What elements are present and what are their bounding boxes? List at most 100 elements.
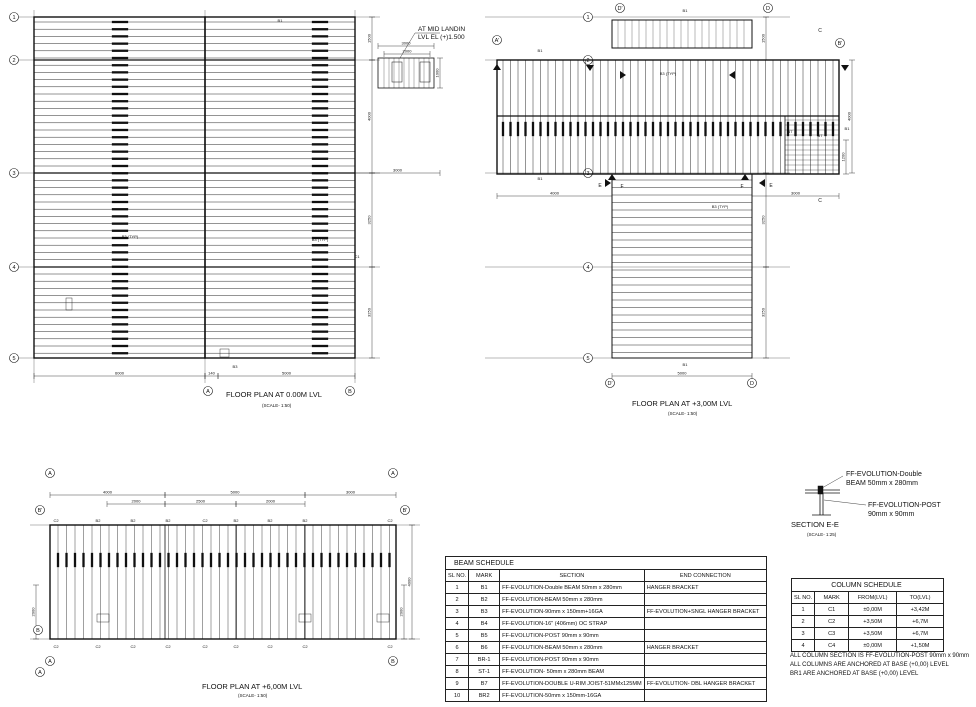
- joist-hanger: [599, 121, 602, 137]
- beam-label: B3 (TYP): [312, 237, 329, 242]
- beam_schedule-cell: FF-EVOLUTION+SNGL HANGER BRACKET: [643, 605, 768, 618]
- section-mark-label: A: [48, 659, 52, 665]
- beam-tag: [96, 613, 110, 623]
- column-schedule-title: COLUMN SCHEDULE: [791, 578, 944, 592]
- joist-hanger: [554, 121, 557, 137]
- dim-bottom-text: 5000: [282, 371, 292, 376]
- column-schedule-header: MARK: [814, 591, 850, 604]
- beam-label: B1: [278, 18, 284, 23]
- joist-hanger: [371, 552, 374, 568]
- section-arrow: [605, 179, 611, 187]
- joist-hanger: [111, 136, 129, 139]
- section-mark-label: B: [391, 659, 395, 665]
- joist-hanger: [111, 308, 129, 312]
- beam-label: B3 (TYP): [712, 204, 729, 209]
- section-mark: [605, 378, 615, 388]
- beam_schedule-cell: 4: [444, 617, 470, 630]
- section-arrow: [620, 71, 626, 79]
- landing-frame: [377, 57, 435, 89]
- joist-hanger: [111, 186, 129, 189]
- joist-hanger: [311, 215, 329, 218]
- dim-right-text: 3250: [367, 307, 372, 317]
- grid-bubble: [9, 262, 19, 272]
- joist-hanger: [111, 92, 129, 96]
- beam_schedule-cell: FF-EVOLUTION-90mm x 150mm+16GA: [499, 605, 645, 618]
- dim-right-text: 4000: [367, 111, 372, 121]
- dim-top-text: 3000: [346, 490, 356, 495]
- section-mark: [35, 505, 45, 515]
- section-arrow: [493, 64, 501, 70]
- grid-bubble: [9, 168, 19, 178]
- beam_schedule-cell: 8: [444, 665, 470, 678]
- section-note-beam: FF-EVOLUTION-Double BEAM 50mm x 280mm: [846, 471, 922, 487]
- section-mark: [45, 656, 55, 666]
- joist-hanger: [175, 552, 179, 568]
- section-mark-label: F: [620, 184, 623, 190]
- section-mark-label: B': [38, 508, 43, 514]
- section-mark: [400, 505, 410, 515]
- landing-dim-text: 3000: [393, 168, 403, 173]
- grid-bubble-label: 2: [586, 58, 589, 64]
- column_schedule-cell: 1: [790, 603, 816, 616]
- column_schedule-cell: +6,7M: [896, 615, 944, 628]
- section-arrow: [759, 179, 765, 187]
- joist-hanger: [111, 294, 129, 297]
- joist-hanger: [226, 552, 230, 568]
- section-arrow: [841, 65, 849, 71]
- beam_schedule-cell: 9: [444, 677, 470, 690]
- beam_schedule-cell: [643, 593, 768, 606]
- section-mark-label: A: [38, 670, 42, 676]
- joist-hanger: [666, 121, 670, 137]
- joist-hanger: [311, 64, 329, 67]
- joist-hanger: [124, 552, 128, 568]
- beam_schedule-cell: [643, 617, 768, 630]
- grid-bubble-label: 1: [586, 15, 589, 21]
- section-mark-label: C: [818, 198, 822, 204]
- joist-hanger: [111, 244, 129, 247]
- beam_schedule-cell: B6: [468, 641, 501, 654]
- beam_schedule-cell: FF-EVOLUTION-Double BEAM 50mm x 280mm: [499, 581, 645, 594]
- plan2-top-strip: [611, 19, 753, 49]
- joist-hanger: [516, 121, 520, 137]
- joist-hanger: [111, 222, 129, 225]
- joist-hanger: [524, 121, 527, 137]
- joist-hanger: [111, 323, 129, 326]
- joist-hanger: [111, 107, 129, 110]
- joist-hanger: [311, 186, 329, 189]
- beam-label: B7: [788, 129, 794, 134]
- joist-hanger: [111, 143, 129, 146]
- joist-hanger: [311, 301, 329, 304]
- joist-hanger: [711, 121, 715, 137]
- plan3-label: B2: [303, 518, 309, 523]
- joist-hanger: [56, 552, 60, 568]
- dim-right-text: 1500: [761, 33, 766, 43]
- beam-label: C1: [354, 254, 360, 259]
- joist-hanger: [311, 294, 329, 297]
- grid-bubble-label: 1: [12, 15, 15, 21]
- beam-tag: [298, 613, 312, 623]
- beam_schedule-cell: HANGER BRACKET: [643, 581, 768, 594]
- joist-hanger: [629, 121, 632, 137]
- dim-right-text: 1200: [841, 152, 846, 162]
- landing-dim-text: 3000: [402, 41, 412, 46]
- section-mark-label: A: [206, 389, 210, 395]
- joist-hanger: [116, 552, 119, 568]
- joist-hanger: [167, 552, 170, 568]
- plan2-title: FLOOR PLAN AT +3,00M LVL: [632, 399, 733, 408]
- plan3-label: C2: [53, 518, 59, 523]
- joist-hanger: [111, 121, 129, 124]
- beam_schedule-cell: B3: [468, 605, 501, 618]
- section-mark-label: A': [495, 38, 500, 44]
- plan3-label: B2: [96, 518, 102, 523]
- general-note: ALL COLUMN SECTION IS FF-EVOLUTION-POST …: [790, 653, 970, 659]
- joist-hanger: [311, 35, 329, 38]
- section-mark: [835, 38, 845, 48]
- beam_schedule-cell: FF-EVOLUTION-POST 90mm x 90mm: [499, 653, 645, 666]
- dim-side-text: 4000: [407, 577, 412, 587]
- joist-hanger: [209, 552, 213, 568]
- dim-right-text: 1500: [367, 33, 372, 43]
- beam_schedule-cell: 3: [444, 605, 470, 618]
- joist-hanger: [311, 352, 329, 355]
- joist-hanger: [111, 208, 129, 211]
- beam_schedule-cell: [643, 689, 768, 702]
